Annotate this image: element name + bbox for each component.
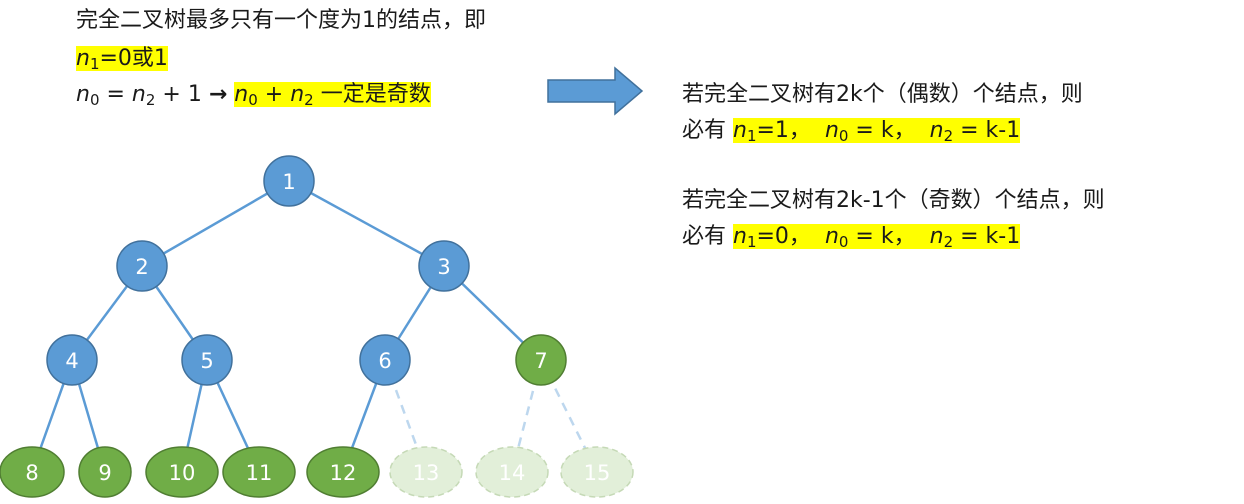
tree-edge-1-2 bbox=[141, 179, 290, 268]
tree-node-4: 4 bbox=[46, 334, 98, 386]
tree-node-label: 13 bbox=[413, 461, 440, 485]
statement-line-2: n1=0或1 bbox=[76, 44, 168, 74]
tree-node-1: 1 bbox=[263, 155, 315, 207]
tree-node-11: 11 bbox=[222, 446, 296, 498]
tree-node-label: 9 bbox=[98, 461, 111, 485]
tree-node-shape bbox=[181, 334, 233, 386]
tree-node-shape bbox=[263, 155, 315, 207]
tree-node-label: 14 bbox=[499, 461, 526, 485]
tree-node-6: 6 bbox=[359, 334, 411, 386]
tree-edges bbox=[30, 179, 599, 473]
tree-node-3: 3 bbox=[418, 240, 470, 292]
tree-node-shape bbox=[560, 446, 634, 498]
tree-node-label: 6 bbox=[378, 349, 391, 373]
tree-node-shape bbox=[359, 334, 411, 386]
even-case-line-2: 必有 n1=1， n0 = k， n2 = k-1 bbox=[682, 118, 1021, 145]
even-case-line-1: 若完全二叉树有2k个（偶数）个结点，则 bbox=[682, 82, 1083, 107]
tree-node-13: 13 bbox=[389, 446, 463, 498]
tree-node-9: 9 bbox=[78, 446, 132, 498]
tree-node-label: 7 bbox=[534, 349, 547, 373]
odd-case-line-1: 若完全二叉树有2k-1个（奇数）个结点，则 bbox=[682, 188, 1105, 213]
odd-case-highlight: n1=0， n0 = k， n2 = k-1 bbox=[733, 224, 1021, 251]
tree-node-shape bbox=[515, 334, 567, 386]
statement-line-3: n0 = n2 + 1 → n0 + n2 一定是奇数 bbox=[76, 82, 431, 109]
statement-line-1: 完全二叉树最多只有一个度为1的结点，即 bbox=[76, 6, 486, 36]
tree-node-10: 10 bbox=[145, 446, 219, 498]
statement-text: 完全二叉树最多只有一个度为1的结点，即 bbox=[76, 8, 486, 33]
tree-node-shape bbox=[418, 240, 470, 292]
tree-node-2: 2 bbox=[116, 240, 168, 292]
tree-edge-1-3 bbox=[288, 179, 445, 268]
tree-node-14: 14 bbox=[475, 446, 549, 498]
tree-node-15: 15 bbox=[560, 446, 634, 498]
right-arrow-icon bbox=[547, 66, 644, 116]
tree-node-shape bbox=[306, 446, 380, 498]
tree-node-label: 15 bbox=[584, 461, 611, 485]
even-case-highlight: n1=1， n0 = k， n2 = k-1 bbox=[733, 118, 1021, 145]
tree-node-shape bbox=[475, 446, 549, 498]
tree-node-7: 7 bbox=[515, 334, 567, 386]
tree-node-label: 12 bbox=[330, 461, 357, 485]
tree-node-label: 5 bbox=[200, 349, 213, 373]
tree-node-label: 2 bbox=[135, 255, 148, 279]
tree-node-8: 8 bbox=[0, 446, 65, 498]
tree-node-shape bbox=[0, 446, 65, 498]
tree-node-5: 5 bbox=[181, 334, 233, 386]
tree-node-shape bbox=[145, 446, 219, 498]
n1-highlight: n1=0或1 bbox=[76, 46, 168, 73]
tree-node-12: 12 bbox=[306, 446, 380, 498]
tree-node-shape bbox=[46, 334, 98, 386]
tree-node-label: 4 bbox=[65, 349, 78, 373]
tree-node-label: 11 bbox=[246, 461, 273, 485]
tree-node-shape bbox=[389, 446, 463, 498]
tree-node-label: 1 bbox=[282, 170, 295, 194]
tree-node-label: 10 bbox=[169, 461, 196, 485]
tree-node-label: 3 bbox=[437, 255, 450, 279]
tree-node-shape bbox=[116, 240, 168, 292]
tree-node-shape bbox=[222, 446, 296, 498]
odd-case-line-2: 必有 n1=0， n0 = k， n2 = k-1 bbox=[682, 224, 1021, 251]
tree-node-shape bbox=[78, 446, 132, 498]
odd-sum-highlight: n0 + n2 一定是奇数 bbox=[234, 82, 431, 109]
tree-node-label: 8 bbox=[25, 461, 38, 485]
implies-arrow-icon: → bbox=[208, 82, 228, 107]
